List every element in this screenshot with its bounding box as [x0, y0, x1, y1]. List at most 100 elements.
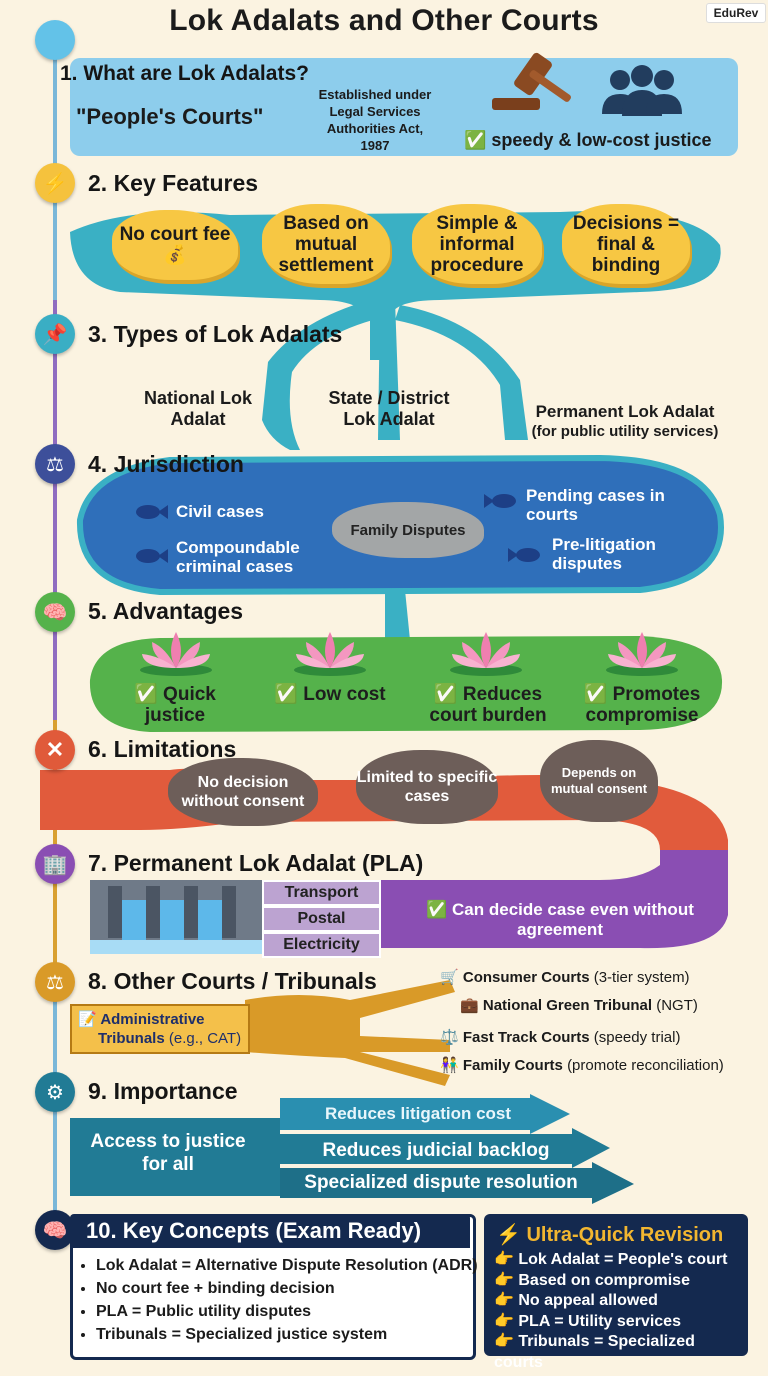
gavel-icon: [492, 52, 571, 110]
limit-specific-cases: Limited to specific cases: [356, 750, 498, 824]
court-consumer-desc: (3-tier system): [593, 969, 690, 986]
pla-electricity: Electricity: [262, 932, 381, 958]
revision-item: 👉 Based on compromise: [494, 1271, 690, 1289]
fish-icon: [136, 549, 168, 563]
feature-mutual-settlement: Based on mutual settlement: [262, 204, 390, 284]
adv-promotes-compromise: ✅ Promotes compromise: [583, 684, 701, 726]
jur-prelitigation: Pre-litigation disputes: [552, 535, 656, 573]
limit-no-consent: No decision without consent: [168, 758, 318, 826]
key-concepts-list: Lok Adalat = Alternative Dispute Resolut…: [74, 1254, 488, 1346]
feature-final-binding: Decisions = final & binding: [562, 204, 690, 284]
established-text: Established under Legal Services Authori…: [318, 87, 432, 153]
jur-pending: Pending cases in courts: [526, 486, 665, 524]
section-3-heading: 3. Types of Lok Adalats: [88, 321, 343, 347]
section-9-heading: 9. Importance: [88, 1078, 238, 1104]
section-6-heading: 6. Limitations: [88, 736, 237, 762]
fish-icon: [508, 548, 540, 562]
cart-icon: 🛒: [440, 969, 459, 986]
peoples-courts-label: "People's Courts": [76, 104, 264, 129]
revision-list: 👉 Lok Adalat = People's court 👉 Based on…: [494, 1250, 744, 1373]
lotus-icon: [140, 632, 212, 676]
court-fast-track-name: Fast Track Courts: [462, 1029, 590, 1046]
section-8-heading: 8. Other Courts / Tribunals: [88, 968, 377, 994]
section-2-heading: 2. Key Features: [88, 170, 259, 196]
adv-low-cost: ✅ Low cost: [274, 684, 386, 705]
court-ngt-desc: (NGT): [656, 997, 698, 1014]
concept-item: Lok Adalat = Alternative Dispute Resolut…: [96, 1254, 488, 1277]
section-4-heading: 4. Jurisdiction: [88, 451, 244, 477]
timeline-start-dot: [35, 20, 75, 60]
court-family-desc: (promote reconciliation): [567, 1057, 724, 1074]
limit-mutual-consent: Depends on mutual consent: [540, 740, 658, 822]
court-family-name: Family Courts: [462, 1057, 563, 1074]
jur-family-rock: Family Disputes: [332, 502, 484, 558]
cross-icon: ✕: [35, 730, 75, 770]
feature-simple-procedure: Simple & informal procedure: [412, 204, 542, 284]
dam-icon: [90, 880, 262, 954]
page-title: Lok Adalats and Other Courts: [169, 4, 599, 37]
edurev-logo: EduRev: [706, 3, 766, 23]
speedy-justice-text: ✅ speedy & low-cost justice: [464, 130, 712, 150]
brain-icon: 🧠: [35, 592, 75, 632]
feature-no-court-fee: No court fee 💰: [112, 210, 238, 280]
scales-icon: ⚖: [35, 962, 75, 1002]
court-consumer-name: Consumer Courts: [462, 969, 590, 986]
lotus-icon: [450, 632, 522, 676]
brain-icon: 🧠: [35, 1210, 75, 1250]
concept-item: PLA = Public utility disputes: [96, 1300, 488, 1323]
imp-litigation-cost: Reduces litigation cost: [324, 1104, 512, 1123]
pla-transport: Transport: [262, 880, 381, 906]
type-national: National Lok Adalat: [143, 388, 252, 429]
type-state-district: State / District Lok Adalat: [328, 388, 450, 429]
people-group-icon: [602, 65, 682, 116]
section-5-heading: 5. Advantages: [88, 598, 244, 624]
section-1-heading: 1. What are Lok Adalats?: [60, 62, 309, 85]
revision-item: 👉 Tribunals = Specialized courts: [494, 1333, 695, 1371]
concept-item: No court fee + binding decision: [96, 1277, 488, 1300]
revision-item: 👉 PLA = Utility services: [494, 1312, 681, 1330]
importance-arrows: [280, 1094, 634, 1204]
revision-item: 👉 No appeal allowed: [494, 1292, 658, 1309]
fish-icon: [136, 505, 168, 519]
lotus-icon: [606, 632, 678, 676]
court-consumer: 🛒 Consumer Courts (3-tier system): [440, 968, 690, 986]
court-fast-track-desc: (speedy trial): [593, 1029, 681, 1046]
scales-icon: ⚖: [35, 444, 75, 484]
building-icon: 🏢: [35, 844, 75, 884]
adv-reduces-burden: ✅ Reduces court burden: [429, 684, 547, 726]
scales-small-icon: ⚖️: [440, 1029, 459, 1046]
lotus-icon: [294, 632, 366, 676]
memo-icon: 📝: [78, 1011, 97, 1028]
concept-item: Tribunals = Specialized justice system: [96, 1323, 488, 1346]
jur-civil: Civil cases: [176, 502, 264, 521]
admin-tribunals-box: 📝 Administrative Tribunals (e.g., CAT): [70, 1004, 250, 1054]
gear-icon: ⚙: [35, 1072, 75, 1112]
jur-compoundable: Compoundable criminal cases: [176, 538, 300, 576]
type-permanent: Permanent Lok Adalat: [535, 402, 715, 421]
section-7-heading: 7. Permanent Lok Adalat (PLA): [88, 850, 424, 876]
adv-quick-justice: ✅ Quick justice: [134, 684, 216, 726]
court-ngt-name: National Green Tribunal: [482, 997, 653, 1014]
briefcase-icon: 💼: [460, 997, 479, 1014]
pin-icon: 📌: [35, 314, 75, 354]
court-ngt: 💼 National Green Tribunal (NGT): [460, 996, 698, 1014]
admin-tribunals-eg: (e.g., CAT): [168, 1030, 242, 1047]
fish-icon: [484, 494, 516, 508]
type-permanent-sub: (for public utility services): [531, 423, 719, 440]
revision-box: [484, 1214, 748, 1356]
section-10-heading: 10. Key Concepts (Exam Ready): [86, 1218, 422, 1243]
imp-specialized-resolution: Specialized dispute resolution: [304, 1172, 578, 1193]
key-concepts-header: [70, 1214, 470, 1248]
revision-item: 👉 Lok Adalat = People's court: [494, 1251, 728, 1268]
lightning-icon: ⚡: [35, 163, 75, 203]
imp-judicial-backlog: Reduces judicial backlog: [322, 1140, 550, 1161]
family-icon: 👫: [440, 1057, 459, 1074]
court-family: 👫 Family Courts (promote reconciliation): [440, 1056, 724, 1074]
pla-note: ✅ Can decide case even without agreement: [426, 900, 694, 939]
admin-tribunals-label2: Tribunals: [98, 1030, 165, 1047]
court-fast-track: ⚖️ Fast Track Courts (speedy trial): [440, 1028, 680, 1046]
revision-heading: ⚡ Ultra-Quick Revision: [496, 1224, 724, 1246]
access-to-justice: Access to justice for all: [90, 1131, 246, 1175]
pla-postal: Postal: [262, 906, 381, 932]
admin-tribunals-label: Administrative: [100, 1011, 205, 1028]
